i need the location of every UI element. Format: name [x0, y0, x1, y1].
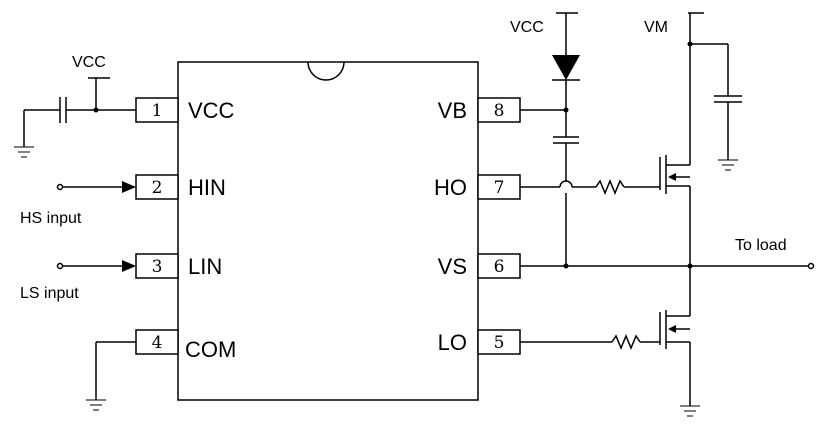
pin-2: 2 HIN [135, 174, 226, 200]
pin-6-label: VS [438, 254, 467, 279]
ic-package [177, 61, 479, 401]
ls-input-signal: LS input [20, 260, 136, 302]
pin-8: 8 VB [438, 97, 521, 123]
diode-icon [552, 55, 580, 81]
vm-supply-network: VM [644, 12, 742, 171]
pin-6-number: 6 [494, 257, 505, 277]
pin-5-label: LO [438, 330, 467, 355]
pin-8-number: 8 [494, 101, 505, 121]
pin-8-label: VB [438, 98, 467, 123]
ic-body [177, 61, 479, 401]
vcc-left-label: VCC [72, 54, 106, 71]
pin-2-label: HIN [188, 175, 226, 200]
high-side-mosfet-icon [659, 155, 690, 194]
bootstrap-network: VCC [510, 12, 580, 269]
pin-7-number: 7 [494, 178, 505, 198]
hs-input-label: HS input [20, 210, 82, 227]
pin1-notch [307, 61, 345, 81]
gate-resistor-icon [595, 179, 625, 195]
junction-dot [687, 263, 693, 269]
pin-3-box [135, 253, 179, 279]
pin-1: 1 VCC [135, 97, 235, 123]
to-load-label: To load [735, 237, 787, 254]
ls-input-label: LS input [20, 285, 79, 302]
pin-4-number: 4 [152, 333, 163, 353]
pin-3-label: LIN [188, 254, 222, 279]
hs-input-signal: HS input [20, 181, 136, 227]
ground-icon [680, 405, 700, 417]
ground-icon [14, 146, 34, 158]
terminal-icon [56, 183, 64, 191]
terminal-icon [56, 262, 64, 270]
arrow-icon [122, 260, 136, 272]
pin-2-box [135, 174, 179, 200]
pin-5: 5 LO [438, 329, 521, 355]
pin-7: 7 HO [434, 174, 521, 200]
pin-4: 4 COM [135, 329, 236, 362]
gate-resistor-icon [611, 334, 641, 350]
pin-6-box [477, 253, 521, 279]
ground-icon [718, 159, 738, 171]
left-pins: 1 VCC 2 HIN 3 LIN 4 COM [135, 97, 236, 362]
arrow-icon [668, 325, 676, 333]
low-side-mosfet-icon [659, 310, 700, 417]
pin-7-label: HO [434, 175, 467, 200]
vcc-right-label: VCC [510, 19, 544, 36]
lo-gate-drive [520, 334, 660, 350]
pin-3: 3 LIN [135, 253, 222, 279]
pin-5-box [477, 329, 521, 355]
pin-3-number: 3 [152, 257, 163, 277]
right-pins: 8 VB 7 HO 6 VS 5 LO [434, 97, 521, 355]
pin-1-number: 1 [152, 101, 163, 121]
vm-label: VM [644, 19, 668, 36]
pin-5-number: 5 [494, 333, 505, 353]
pin-4-box [135, 329, 179, 355]
pin-2-number: 2 [152, 178, 163, 198]
terminal-icon [807, 262, 815, 270]
vs-output-node: To load [520, 186, 815, 316]
arrow-icon [122, 181, 136, 193]
arrow-icon [668, 173, 676, 181]
pin-4-label: COM [185, 337, 236, 362]
com-ground-network [86, 341, 136, 411]
vcc-decoupling-network: VCC [14, 54, 136, 158]
pin-6: 6 VS [438, 253, 521, 279]
wire-crossover [559, 180, 573, 188]
ho-gate-drive [520, 179, 660, 195]
pin-7-box [477, 174, 521, 200]
ground-icon [86, 399, 106, 411]
pin-8-box [477, 97, 521, 123]
pin-1-label: VCC [188, 98, 235, 123]
